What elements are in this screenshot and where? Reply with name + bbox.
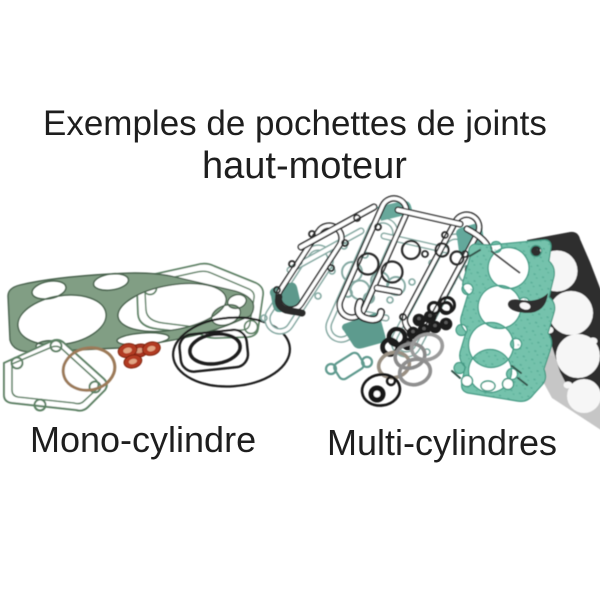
svg-text:Multi-cylindres: Multi-cylindres [327,422,557,463]
svg-text:Exemples de pochettes de joint: Exemples de pochettes de joints [43,104,547,143]
svg-text:haut-moteur: haut-moteur [202,145,407,187]
svg-text:Mono-cylindre: Mono-cylindre [30,419,256,460]
